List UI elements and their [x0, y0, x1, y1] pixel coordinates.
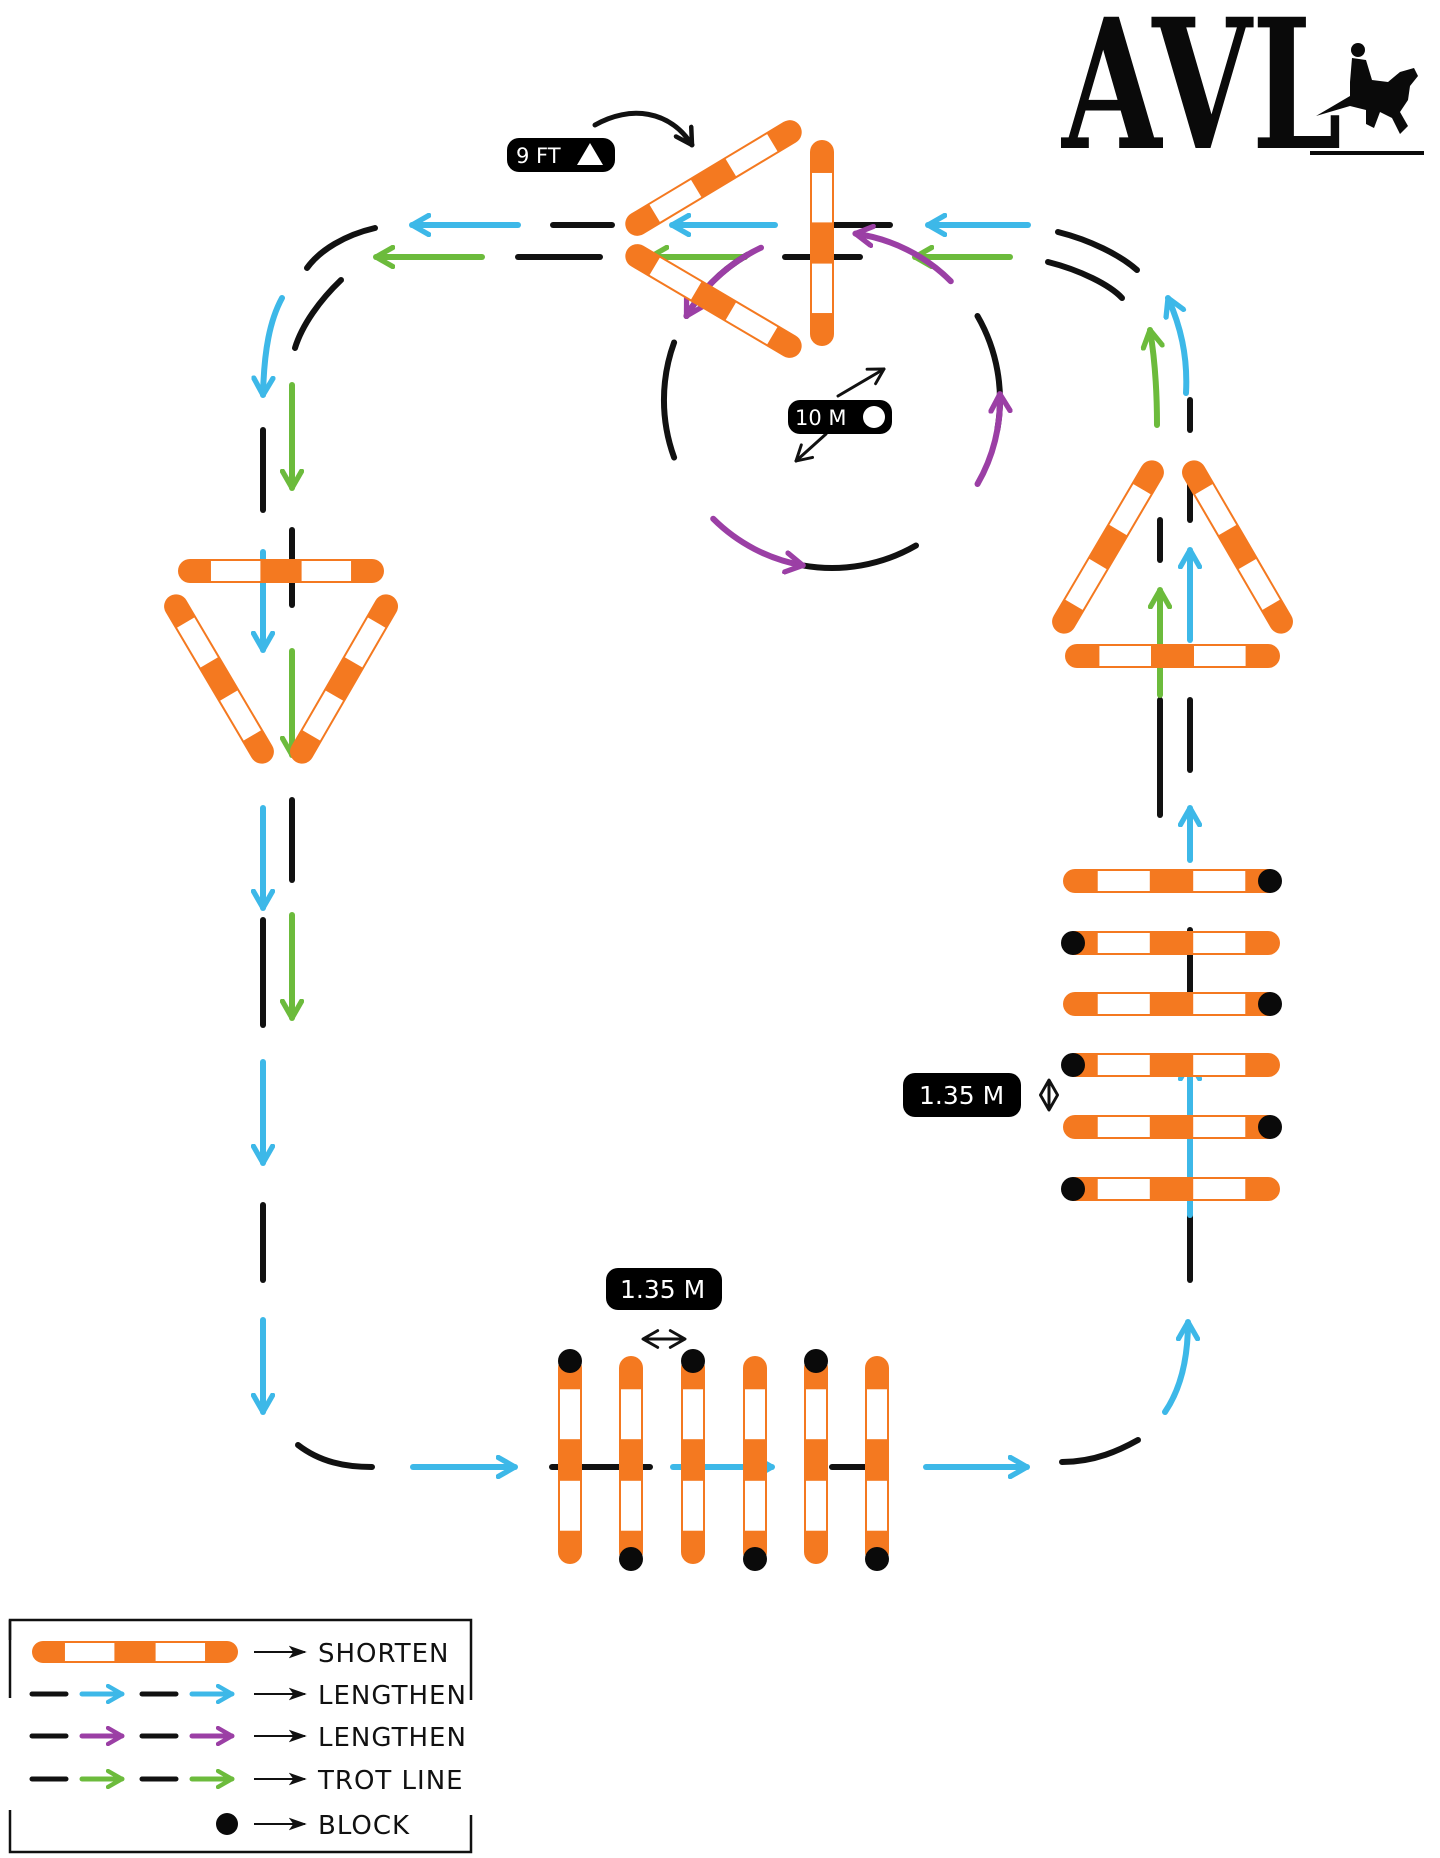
purple-arrow	[683, 244, 764, 319]
right-grid-pole	[1063, 931, 1280, 955]
block-dot	[1061, 931, 1085, 955]
bottom-grid-pole	[681, 1356, 705, 1564]
top-triangle-pole	[625, 244, 802, 358]
circle-dash	[661, 339, 678, 461]
bottom-pole-spacing-label: 1.35 M	[606, 1268, 722, 1349]
track-dash	[304, 225, 378, 271]
right-pole-spacing-label: 1.35 M	[903, 1073, 1059, 1117]
legend: SHORTEN LENGTHEN LENGTHEN TROT LINE BLOC…	[8, 1618, 473, 1854]
block-dot	[619, 1547, 643, 1571]
block-dot	[681, 1349, 705, 1373]
track-dash	[1055, 229, 1140, 273]
bottom-grid-pole	[619, 1356, 643, 1564]
purple-arrow	[974, 391, 1001, 487]
purple-arrow	[710, 515, 806, 566]
right-grid-pole	[1063, 992, 1280, 1016]
right-triangle-pole	[1182, 460, 1293, 634]
track-dash	[295, 1442, 375, 1470]
block-dot	[865, 1547, 889, 1571]
legend-pole-symbol	[32, 1641, 238, 1663]
block-dot	[1061, 1177, 1085, 1201]
circle-exercise	[661, 234, 1003, 571]
top-triangle-pole	[625, 120, 802, 236]
circle-dash	[974, 313, 1003, 433]
direction-arrows	[263, 225, 1190, 1467]
circle-size-label: 10 M	[788, 367, 892, 463]
legend-pole	[32, 1641, 238, 1663]
block-dot	[743, 1547, 767, 1571]
right-triangle-pole	[1052, 460, 1164, 634]
track-dash	[1059, 1437, 1141, 1465]
ground-poles	[164, 120, 1293, 1571]
blue-arrow	[1162, 1319, 1188, 1415]
svg-text:10 M: 10 M	[795, 406, 847, 430]
left-triangle-pole	[178, 559, 384, 583]
bottom-grid-pole	[743, 1356, 767, 1564]
right-grid-pole	[1063, 869, 1280, 893]
svg-text:1.35 M: 1.35 M	[620, 1275, 705, 1304]
svg-text:9 FT: 9 FT	[516, 144, 561, 168]
svg-text:1.35 M: 1.35 M	[919, 1081, 1004, 1110]
block-dot	[804, 1349, 828, 1373]
right-grid-pole	[1063, 1177, 1280, 1201]
blue-arrow	[263, 295, 285, 398]
legend-label: TROT LINE	[317, 1766, 464, 1796]
circle-icon	[863, 406, 885, 428]
right-grid-pole	[1063, 1053, 1280, 1077]
block-dot	[1061, 1053, 1085, 1077]
left-triangle-pole	[290, 594, 398, 764]
triangle-icon	[577, 143, 603, 165]
track-dash	[1045, 259, 1125, 301]
legend-block-symbol	[216, 1813, 238, 1835]
green-arrow	[1150, 327, 1157, 428]
block-dot	[1258, 1115, 1282, 1139]
legend-label: SHORTEN	[318, 1639, 449, 1669]
bottom-grid-pole	[804, 1356, 828, 1564]
right-grid-pole	[1063, 1115, 1280, 1139]
horse-and-rider-icon	[1316, 43, 1418, 134]
triangle-size-label: 9 FT	[507, 110, 695, 172]
top-triangle-pole	[810, 140, 834, 346]
legend-label: LENGTHEN	[318, 1723, 467, 1753]
purple-arrow	[852, 234, 954, 285]
legend-label: BLOCK	[318, 1811, 410, 1841]
block-dot	[1258, 992, 1282, 1016]
track-dash	[292, 277, 344, 351]
right-triangle-pole	[1065, 644, 1280, 668]
legend-label: LENGTHEN	[318, 1681, 467, 1711]
blue-arrow	[1168, 295, 1190, 396]
logo-text: AVL	[1061, 0, 1342, 191]
circle-dash	[799, 542, 919, 571]
track-path	[260, 222, 1193, 1470]
block-dot	[558, 1349, 582, 1373]
logo: AVL	[1061, 0, 1424, 191]
block-dot	[1258, 869, 1282, 893]
bottom-grid-pole	[865, 1356, 889, 1564]
bottom-grid-pole	[558, 1356, 582, 1564]
left-triangle-pole	[164, 594, 274, 764]
